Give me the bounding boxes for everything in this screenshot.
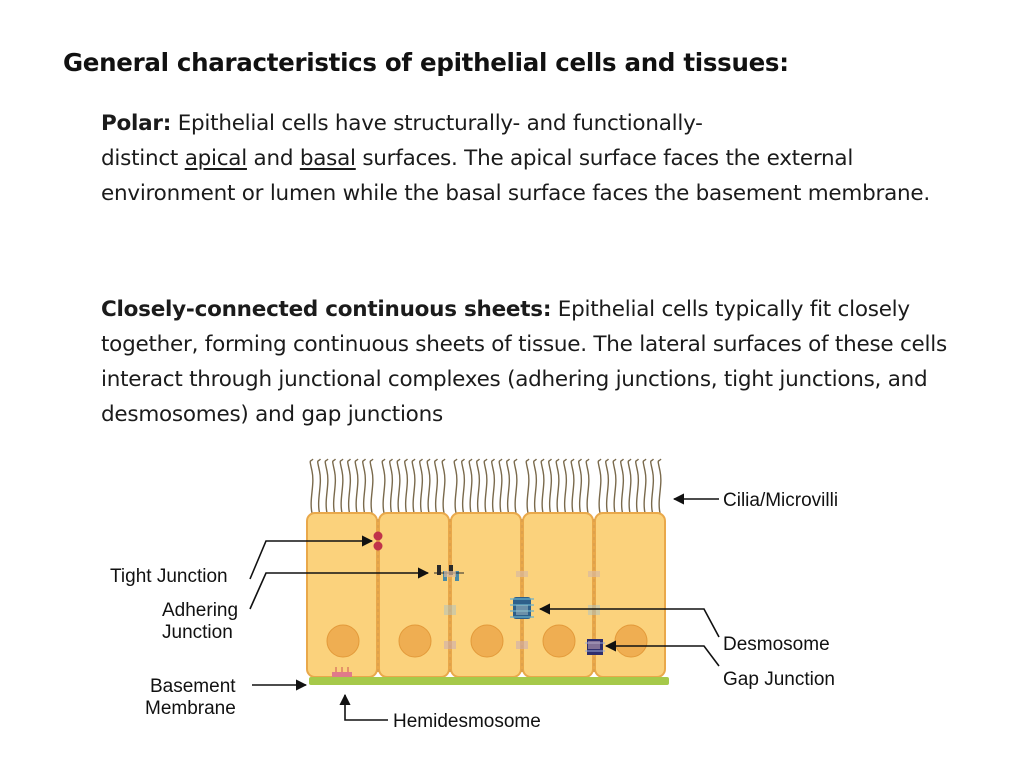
- cells-group: [306, 512, 666, 678]
- cilium: [354, 458, 359, 514]
- label-hemidesmosome: Hemidesmosome: [393, 711, 541, 732]
- cilium: [362, 458, 367, 514]
- cilium: [461, 458, 466, 514]
- cilium: [483, 458, 488, 514]
- nucleus: [398, 624, 432, 658]
- cilium: [563, 458, 568, 514]
- cilium: [570, 458, 575, 514]
- cilium: [525, 458, 530, 514]
- sheets-text: Epithelial cells typically fit closely t…: [101, 297, 947, 427]
- nucleus: [326, 624, 360, 658]
- tight-junction: [373, 531, 383, 541]
- label-cilia: Cilia/Microvilli: [723, 490, 838, 511]
- cilium: [389, 458, 394, 514]
- cilium: [540, 458, 545, 514]
- cilium: [533, 458, 538, 514]
- faint-junction: [516, 641, 528, 649]
- cilium: [381, 458, 386, 514]
- sheets-paragraph: Closely-connected continuous sheets: Epi…: [101, 292, 981, 432]
- cilium: [642, 458, 647, 514]
- adhering-junction-arrow: [249, 567, 430, 610]
- polar-text-4: surfaces. The apical surface faces the e…: [101, 146, 930, 206]
- faint-junction: [444, 641, 456, 649]
- label-desmosome: Desmosome: [723, 634, 830, 655]
- sheets-term: Closely-connected continuous sheets:: [101, 297, 552, 322]
- faint-junction: [588, 571, 600, 577]
- page-title: General characteristics of epithelial ce…: [63, 48, 789, 77]
- cilium: [476, 458, 481, 514]
- polar-term: Polar:: [101, 111, 172, 136]
- junctions-group: [373, 519, 605, 673]
- cilium: [453, 458, 458, 514]
- cilium: [578, 458, 583, 514]
- adhering-junction: [455, 571, 459, 581]
- cilium: [548, 458, 553, 514]
- cilium: [620, 458, 625, 514]
- faint-junction: [516, 605, 528, 615]
- cilium: [513, 458, 518, 514]
- cilium: [627, 458, 632, 514]
- label-tight-junction: Tight Junction: [110, 566, 228, 587]
- cilium: [635, 458, 640, 514]
- nucleus: [542, 624, 576, 658]
- cilium: [411, 458, 416, 514]
- cilium: [650, 458, 655, 514]
- cilium: [396, 458, 401, 514]
- basement-membrane: [309, 677, 669, 685]
- cilium: [555, 458, 560, 514]
- cilium: [339, 458, 344, 514]
- desmosome-arrow: [538, 603, 720, 638]
- faint-junction: [444, 605, 456, 615]
- cilium: [597, 458, 602, 514]
- epithelium-diagram: Cilia/Microvilli Tight Junction Adhering…: [110, 458, 838, 732]
- cilium: [419, 458, 424, 514]
- cilium: [426, 458, 431, 514]
- tight-junction-arrow: [249, 535, 374, 580]
- cilium: [491, 458, 496, 514]
- adhering-junction: [437, 565, 441, 575]
- cilium: [441, 458, 446, 514]
- tight-junction: [373, 541, 383, 551]
- polar-text-3: and: [246, 146, 300, 171]
- cilium: [332, 458, 337, 514]
- cilium: [317, 458, 322, 514]
- cilium: [324, 458, 329, 514]
- cilium: [347, 458, 352, 514]
- cilia-group: [309, 458, 662, 514]
- cilium: [612, 458, 617, 514]
- nucleus: [614, 624, 648, 658]
- faint-junction: [588, 641, 600, 649]
- faint-junction: [516, 571, 528, 577]
- cilium: [605, 458, 610, 514]
- cilium: [506, 458, 511, 514]
- apical-link[interactable]: apical: [184, 146, 248, 171]
- adhering-junction: [449, 565, 453, 575]
- nucleus: [470, 624, 504, 658]
- cilium: [309, 458, 314, 514]
- cilium: [468, 458, 473, 514]
- cilium: [369, 458, 374, 514]
- cilium: [498, 458, 503, 514]
- label-adhering-1: Adhering: [162, 600, 238, 621]
- label-basement-1: Basement: [150, 676, 236, 697]
- cilium: [585, 458, 590, 514]
- hemidesmosome-arrow: [339, 693, 388, 721]
- cilium: [434, 458, 439, 514]
- cilium: [404, 458, 409, 514]
- faint-junction: [444, 571, 456, 577]
- label-gap-junction: Gap Junction: [723, 669, 835, 690]
- polar-text-2: distinct: [101, 146, 185, 171]
- basal-link[interactable]: basal: [299, 146, 356, 171]
- label-basement-2: Membrane: [145, 698, 236, 719]
- polar-text-1: Epithelial cells have structurally- and …: [171, 111, 703, 136]
- label-adhering-2: Junction: [162, 622, 233, 643]
- hemidesmosome: [332, 667, 352, 677]
- polar-paragraph: Polar: Epithelial cells have structurall…: [101, 106, 981, 211]
- gap-junction-arrow: [604, 640, 720, 667]
- cilium: [657, 458, 662, 514]
- faint-junction: [588, 605, 600, 615]
